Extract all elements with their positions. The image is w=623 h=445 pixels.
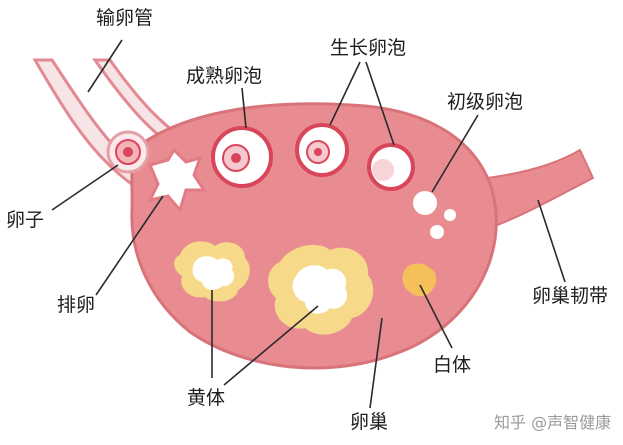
leader-primary-follicle [431,114,479,193]
label-growing-follicle: 生长卵泡 [330,37,406,59]
ovulation-rupture [147,147,207,214]
label-corpus-luteum: 黄体 [187,387,225,409]
watermark: 知乎 @声智健康 [494,413,611,432]
growing-follicle-2 [367,143,415,191]
leader-corpus-albicans [419,284,453,349]
leader-fallopian-tube [87,39,123,93]
label-ovulation: 排卵 [57,294,95,316]
leader-growing-follicle-2 [365,61,395,146]
ovarian-ligament [468,148,595,232]
leader-lines [51,39,566,409]
mature-follicle [211,126,273,188]
leader-corpus-luteum-2 [223,305,319,386]
leader-ovary [369,317,383,409]
leader-mature-follicle [241,87,247,129]
label-corpus-albicans: 白体 [433,354,471,376]
growing-follicle-1 [295,123,349,177]
egg [106,130,150,174]
label-fallopian-tube: 输卵管 [96,7,153,29]
corpus-luteum-1 [174,241,250,302]
label-egg: 卵子 [6,209,44,231]
leader-ovulation [95,195,164,296]
corpus-albicans [402,263,437,297]
corpus-luteum-2 [268,244,374,335]
primary-follicles [413,191,456,239]
leader-ovarian-ligament [537,199,566,283]
leader-egg [51,164,119,211]
leader-growing-follicle-1 [329,61,361,126]
label-ovary: 卵巢 [350,411,388,433]
label-mature-follicle: 成熟卵泡 [186,65,262,87]
label-primary-follicle: 初级卵泡 [447,91,523,113]
label-ovarian-ligament: 卵巢韧带 [532,285,608,307]
